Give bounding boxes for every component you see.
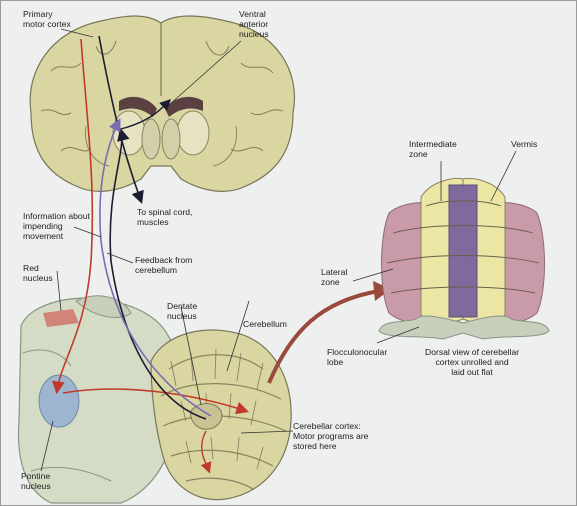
label-dentate-nucleus: Dentate nucleus bbox=[167, 301, 198, 321]
label-information-impending-movement: Information about impending movement bbox=[23, 211, 90, 241]
label-pontine-nucleus: Pontine nucleus bbox=[21, 471, 51, 491]
label-feedback-from-cerebellum: Feedback from cerebellum bbox=[135, 255, 193, 275]
label-lateral-zone: Lateral zone bbox=[321, 267, 348, 287]
coronal-brain-section bbox=[29, 15, 295, 192]
label-ventral-anterior-nucleus: Ventral anterior nucleus bbox=[239, 9, 269, 39]
label-intermediate-zone: Intermediate zone bbox=[409, 139, 457, 159]
pathways bbox=[51, 35, 250, 474]
flat-cerebellar-cortex bbox=[378, 178, 550, 340]
label-primary-motor-cortex: Primary motor cortex bbox=[23, 9, 71, 29]
label-dorsal-view-caption: Dorsal view of cerebellar cortex unrolle… bbox=[425, 347, 520, 377]
label-red-nucleus: Red nucleus bbox=[23, 263, 53, 283]
label-cerebellum: Cerebellum bbox=[243, 319, 287, 329]
label-to-spinal-cord: To spinal cord, muscles bbox=[137, 207, 193, 227]
label-flocculonodular-lobe: Flocculonocular lobe bbox=[327, 347, 388, 367]
label-cerebellar-cortex: Cerebellar cortex: Motor programs are st… bbox=[293, 421, 369, 451]
label-vermis: Vermis bbox=[511, 139, 538, 149]
leader-lines bbox=[40, 28, 517, 472]
transition-arrow bbox=[267, 289, 380, 384]
